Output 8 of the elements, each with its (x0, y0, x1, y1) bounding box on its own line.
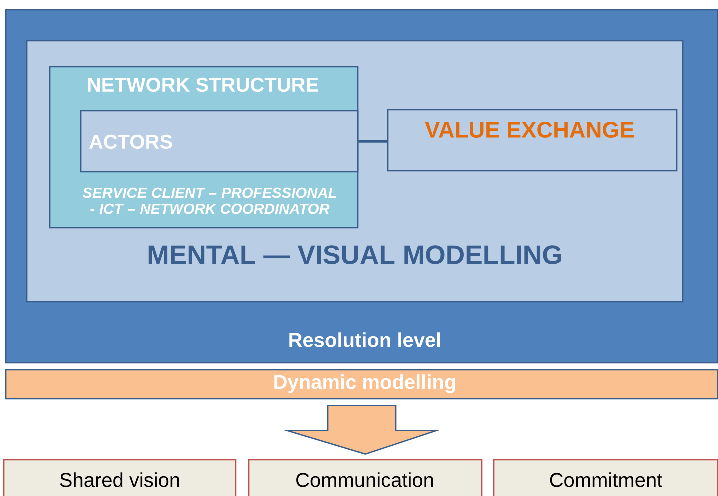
outcome-box: Communication (248, 459, 483, 496)
outcome-box: Shared vision (3, 459, 237, 496)
block-arrow (282, 405, 442, 456)
outcome-box: Commitment (493, 459, 718, 496)
value-box: VALUE EXCHANGE (387, 109, 678, 172)
connector-line (358, 140, 388, 143)
actors-box: ACTORS (80, 110, 359, 173)
modelling-bar: Dynamic modelling (5, 369, 718, 400)
